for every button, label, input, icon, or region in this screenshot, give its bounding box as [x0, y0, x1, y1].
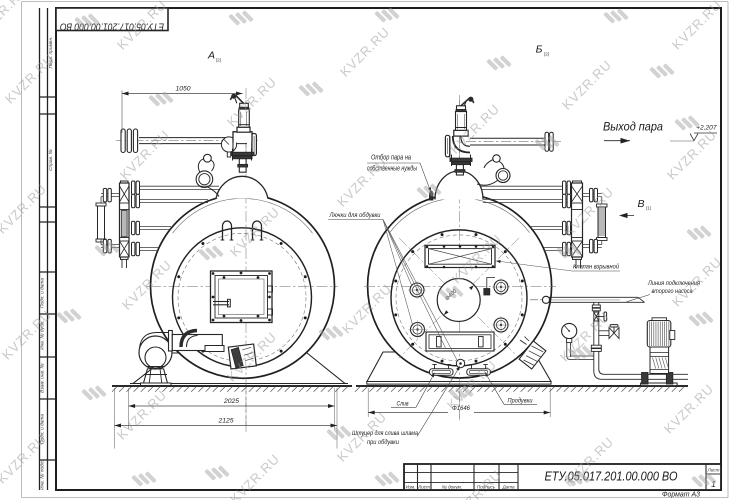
svg-text:Подпись: Подпись [477, 484, 496, 489]
svg-text:Формат А3: Формат А3 [662, 490, 701, 499]
svg-text:Взам. инв. №: Взам. инв. № [40, 363, 46, 393]
svg-text:В: В [637, 198, 644, 210]
svg-text:Перв. примен.: Перв. примен. [48, 37, 54, 69]
svg-text:Ф1646: Ф1646 [452, 405, 470, 412]
svg-text:(2): (2) [544, 52, 550, 57]
svg-text:Инв. № дубл.: Инв. № дубл. [40, 320, 46, 350]
svg-text:2025: 2025 [223, 398, 239, 405]
svg-text:Клапан взрывной: Клапан взрывной [573, 263, 619, 271]
svg-text:Продувки: Продувки [508, 397, 533, 405]
svg-text:Линия подключения: Линия подключения [647, 279, 700, 287]
svg-text:ЕТУ.05.017.201.00.000 ВО: ЕТУ.05.017.201.00.000 ВО [60, 21, 164, 32]
svg-text:Дата: Дата [501, 484, 515, 489]
svg-text:Лист: Лист [417, 484, 430, 489]
svg-text:+2,207: +2,207 [696, 125, 717, 132]
svg-text:№ докум.: № докум. [442, 484, 462, 489]
svg-text:собственные нужды: собственные нужды [367, 165, 418, 173]
svg-text:(2): (2) [216, 58, 222, 63]
svg-text:Изм.: Изм. [406, 484, 416, 489]
svg-text:Подп. и дата: Подп. и дата [40, 414, 46, 444]
svg-text:Слив: Слив [397, 401, 410, 408]
svg-text:при обдувки: при обдувки [367, 438, 399, 446]
svg-text:Лючки для обдувки: Лючки для обдувки [329, 211, 381, 219]
svg-text:1050: 1050 [175, 86, 190, 93]
svg-text:второго насоса: второго насоса [652, 288, 693, 295]
svg-text:ЕТУ.05.017.201.00.000 ВО: ЕТУ.05.017.201.00.000 ВО [545, 469, 678, 483]
svg-text:1: 1 [711, 479, 716, 489]
svg-text:Инв. № подл.: Инв. № подл. [40, 460, 46, 490]
svg-text:Штуцер для слива шлама: Штуцер для слива шлама [352, 429, 418, 437]
svg-text:А: А [207, 50, 215, 62]
svg-text:Б: Б [536, 44, 543, 56]
svg-text:Лист: Лист [707, 468, 720, 473]
svg-text:Выход пара: Выход пара [603, 122, 663, 134]
svg-text:2125: 2125 [217, 418, 233, 425]
svg-text:Справ. №: Справ. № [48, 149, 54, 171]
svg-text:Отбор пара на: Отбор пара на [371, 154, 411, 162]
svg-text:Подп. и дата: Подп. и дата [40, 278, 46, 308]
svg-text:(1): (1) [646, 206, 652, 211]
